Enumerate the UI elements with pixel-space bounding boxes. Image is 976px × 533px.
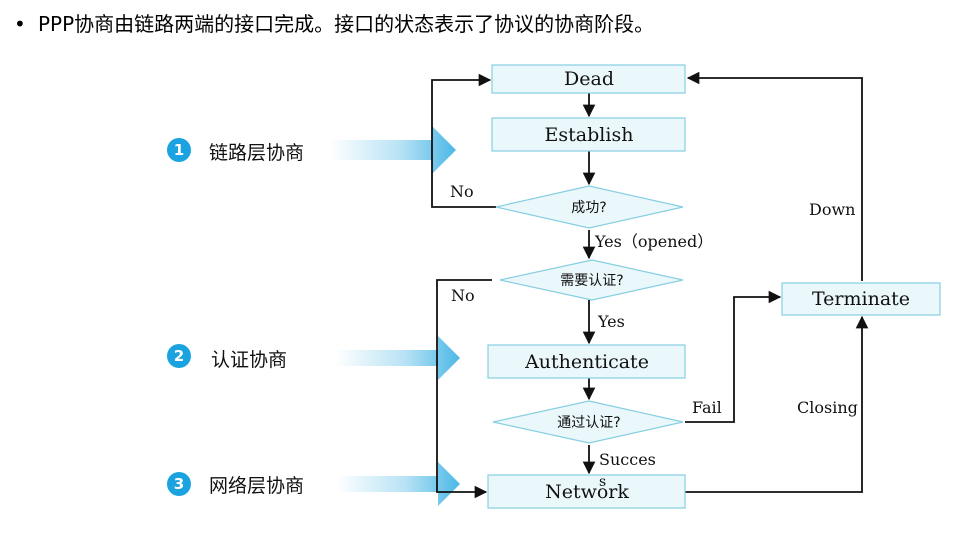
- state-terminate: [781, 282, 941, 316]
- phase-num-2: 2: [174, 347, 184, 365]
- label-success-2: s: [599, 474, 606, 490]
- edge-terminate-dead: [686, 71, 863, 281]
- phase-badge-2: [167, 344, 191, 368]
- decision-auth-pass: [492, 400, 684, 444]
- state-network: [487, 474, 686, 509]
- phase-num-3: 3: [174, 475, 184, 493]
- label-down: Down: [809, 200, 855, 219]
- label-no-2: No: [451, 286, 475, 305]
- phase-arrow-1: [330, 126, 456, 174]
- decision-success: [495, 185, 684, 229]
- state-terminate-label: Terminate: [812, 288, 910, 310]
- phase-num-1: 1: [174, 141, 184, 159]
- label-no-1: No: [450, 182, 474, 201]
- edge-success-no-dead: [431, 73, 496, 208]
- edge-network-terminate: [685, 315, 869, 493]
- state-dead-label: Dead: [564, 68, 614, 90]
- decision-need-auth-label: 需要认证?: [560, 273, 623, 289]
- phase-badge-1: [167, 138, 191, 162]
- state-authenticate: [487, 344, 686, 379]
- state-establish: [491, 117, 686, 152]
- phase-label-3: 网络层协商: [209, 475, 304, 497]
- phase-badge-3: [167, 472, 191, 496]
- phase-label-1: 链路层协商: [209, 142, 304, 164]
- heading-text: PPP协商由链路两端的接口完成。接口的状态表示了协议的协商阶段。: [38, 12, 655, 36]
- label-fail: Fail: [692, 398, 722, 417]
- state-establish-label: Establish: [545, 124, 634, 146]
- state-authenticate-label: Authenticate: [524, 351, 649, 373]
- label-success-1: Succes: [599, 450, 656, 469]
- phase-arrow-2: [336, 336, 460, 380]
- decision-success-label: 成功?: [571, 200, 606, 216]
- bullet: •: [14, 12, 26, 36]
- state-dead: [491, 64, 686, 94]
- heading: • PPP协商由链路两端的接口完成。接口的状态表示了协议的协商阶段。: [14, 8, 654, 37]
- state-network-label: Network: [545, 481, 629, 503]
- decision-need-auth: [499, 259, 684, 301]
- edge-needauth-no-network: [436, 279, 492, 499]
- label-yes-2: Yes: [597, 312, 625, 331]
- phase-arrow-3: [336, 462, 460, 506]
- phase-label-2: 认证协商: [211, 349, 287, 371]
- label-closing: Closing: [797, 398, 858, 417]
- decision-auth-pass-label: 通过认证?: [557, 415, 620, 431]
- label-yes-opened: Yes（opened）: [594, 232, 713, 251]
- edge-authfail-terminate: [685, 290, 782, 423]
